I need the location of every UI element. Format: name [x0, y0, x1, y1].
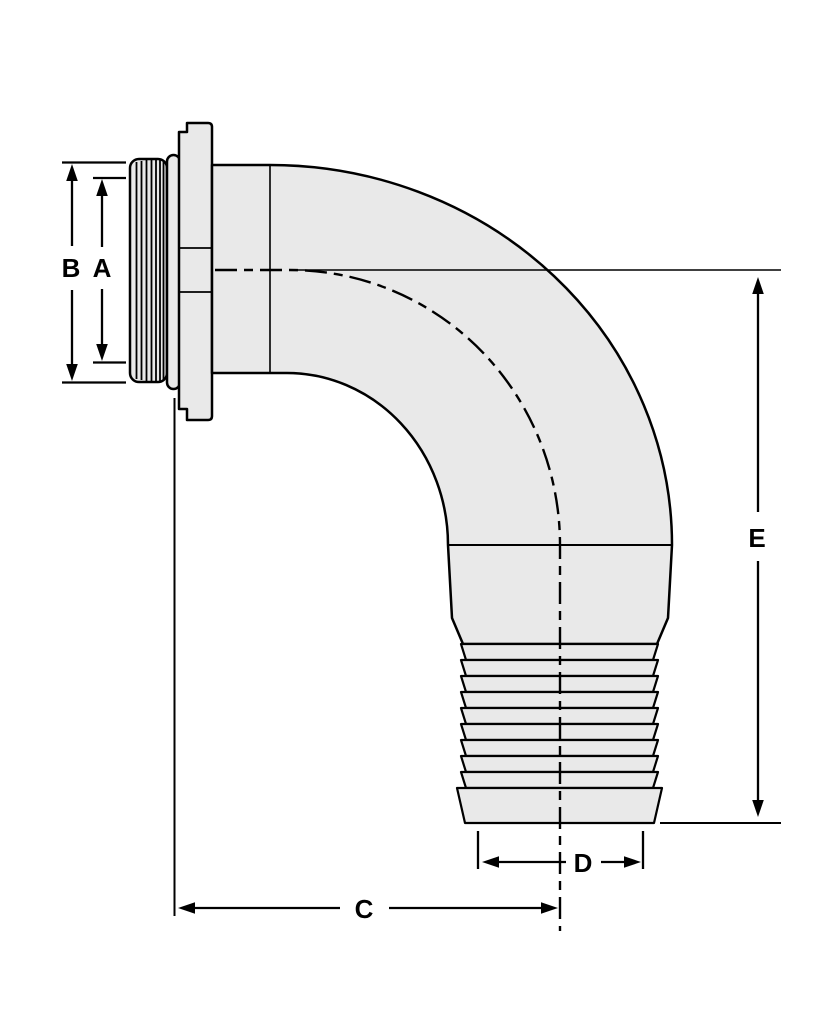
- label-e: E: [748, 523, 765, 553]
- dimension-c: [178, 902, 558, 914]
- fitting-body: [128, 121, 674, 825]
- dimension-e: [752, 277, 764, 817]
- label-c: C: [355, 894, 374, 924]
- barb-end-cuff: [455, 786, 664, 825]
- label-b: B: [62, 253, 81, 283]
- label-d: D: [574, 848, 593, 878]
- dimensions: [62, 161, 781, 916]
- dimension-b: [66, 164, 78, 381]
- extension-lines: [62, 161, 781, 916]
- thread-section: [128, 157, 169, 384]
- centerline: [215, 268, 562, 931]
- dimension-a: [96, 179, 108, 361]
- flange: [177, 121, 214, 422]
- elbow-body: [210, 163, 674, 646]
- label-a: A: [93, 253, 112, 283]
- thread-lines: [135, 160, 165, 381]
- dimension-labels: B A C D E: [62, 253, 766, 924]
- dimension-d: [482, 856, 641, 868]
